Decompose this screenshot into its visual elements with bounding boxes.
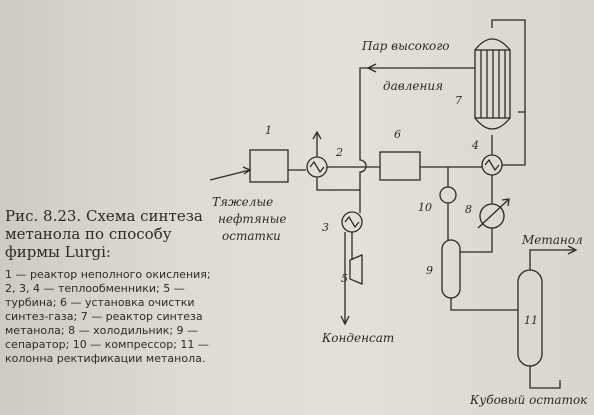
compressor-10 [439, 186, 457, 204]
label-feed-2: нефтяные [218, 212, 287, 226]
label-bottoms: Кубовый остаток [469, 393, 588, 407]
number-6: 6 [394, 128, 401, 141]
number-5: 5 [341, 272, 348, 285]
steam-arrow [366, 63, 377, 73]
hx2-coil [309, 160, 325, 174]
number-10: 10 [418, 201, 432, 214]
figure-caption: Рис. 8.23. Схема синтеза метанола по спо… [5, 207, 220, 366]
separator-9 [441, 239, 461, 299]
label-methanol: Метанол [521, 233, 583, 247]
number-4: 4 [471, 139, 479, 152]
caption-legend: 1 — реактор неполного окисления; 2, 3, 4… [5, 268, 211, 365]
number-9: 9 [426, 264, 433, 277]
steam-return-line [359, 67, 475, 190]
label-feed-3: остатки [222, 229, 281, 243]
gas-cleaning-6 [379, 151, 421, 181]
label-steam-1: Пар высокого [361, 39, 450, 53]
number-11: 11 [524, 314, 538, 327]
line-8-to-9 [460, 228, 493, 253]
line-3-to-condensate [340, 232, 350, 326]
line-9-to-11 [450, 298, 518, 311]
line-7-to-4 [502, 111, 526, 166]
line-2-to-3 [316, 177, 361, 213]
number-3: 3 [322, 221, 329, 234]
line-11-bottom [529, 366, 561, 389]
turbine-5 [349, 254, 363, 285]
reactor-7-top [474, 38, 511, 51]
cooler-8-arrow [477, 198, 510, 229]
hx3-coil [344, 215, 360, 229]
label-feed-1: Тяжелые [212, 195, 273, 209]
hx2-vent [312, 130, 322, 157]
reactor-1 [249, 149, 289, 183]
label-steam-2: давления [383, 79, 443, 93]
feed-line [209, 169, 251, 181]
number-2: 2 [335, 146, 343, 159]
reactor-7-bottom [474, 117, 511, 130]
methanol-arrow [567, 245, 578, 255]
hx4-coil [484, 158, 500, 172]
number-8: 8 [465, 203, 472, 216]
label-condensate: Конденсат [321, 331, 394, 345]
caption-title: Рис. 8.23. Схема синтеза метанола по спо… [5, 207, 203, 261]
line-11-top [529, 249, 575, 270]
reactor-7-top-outlet [491, 19, 526, 112]
number-7: 7 [455, 94, 462, 107]
number-1: 1 [265, 124, 272, 137]
